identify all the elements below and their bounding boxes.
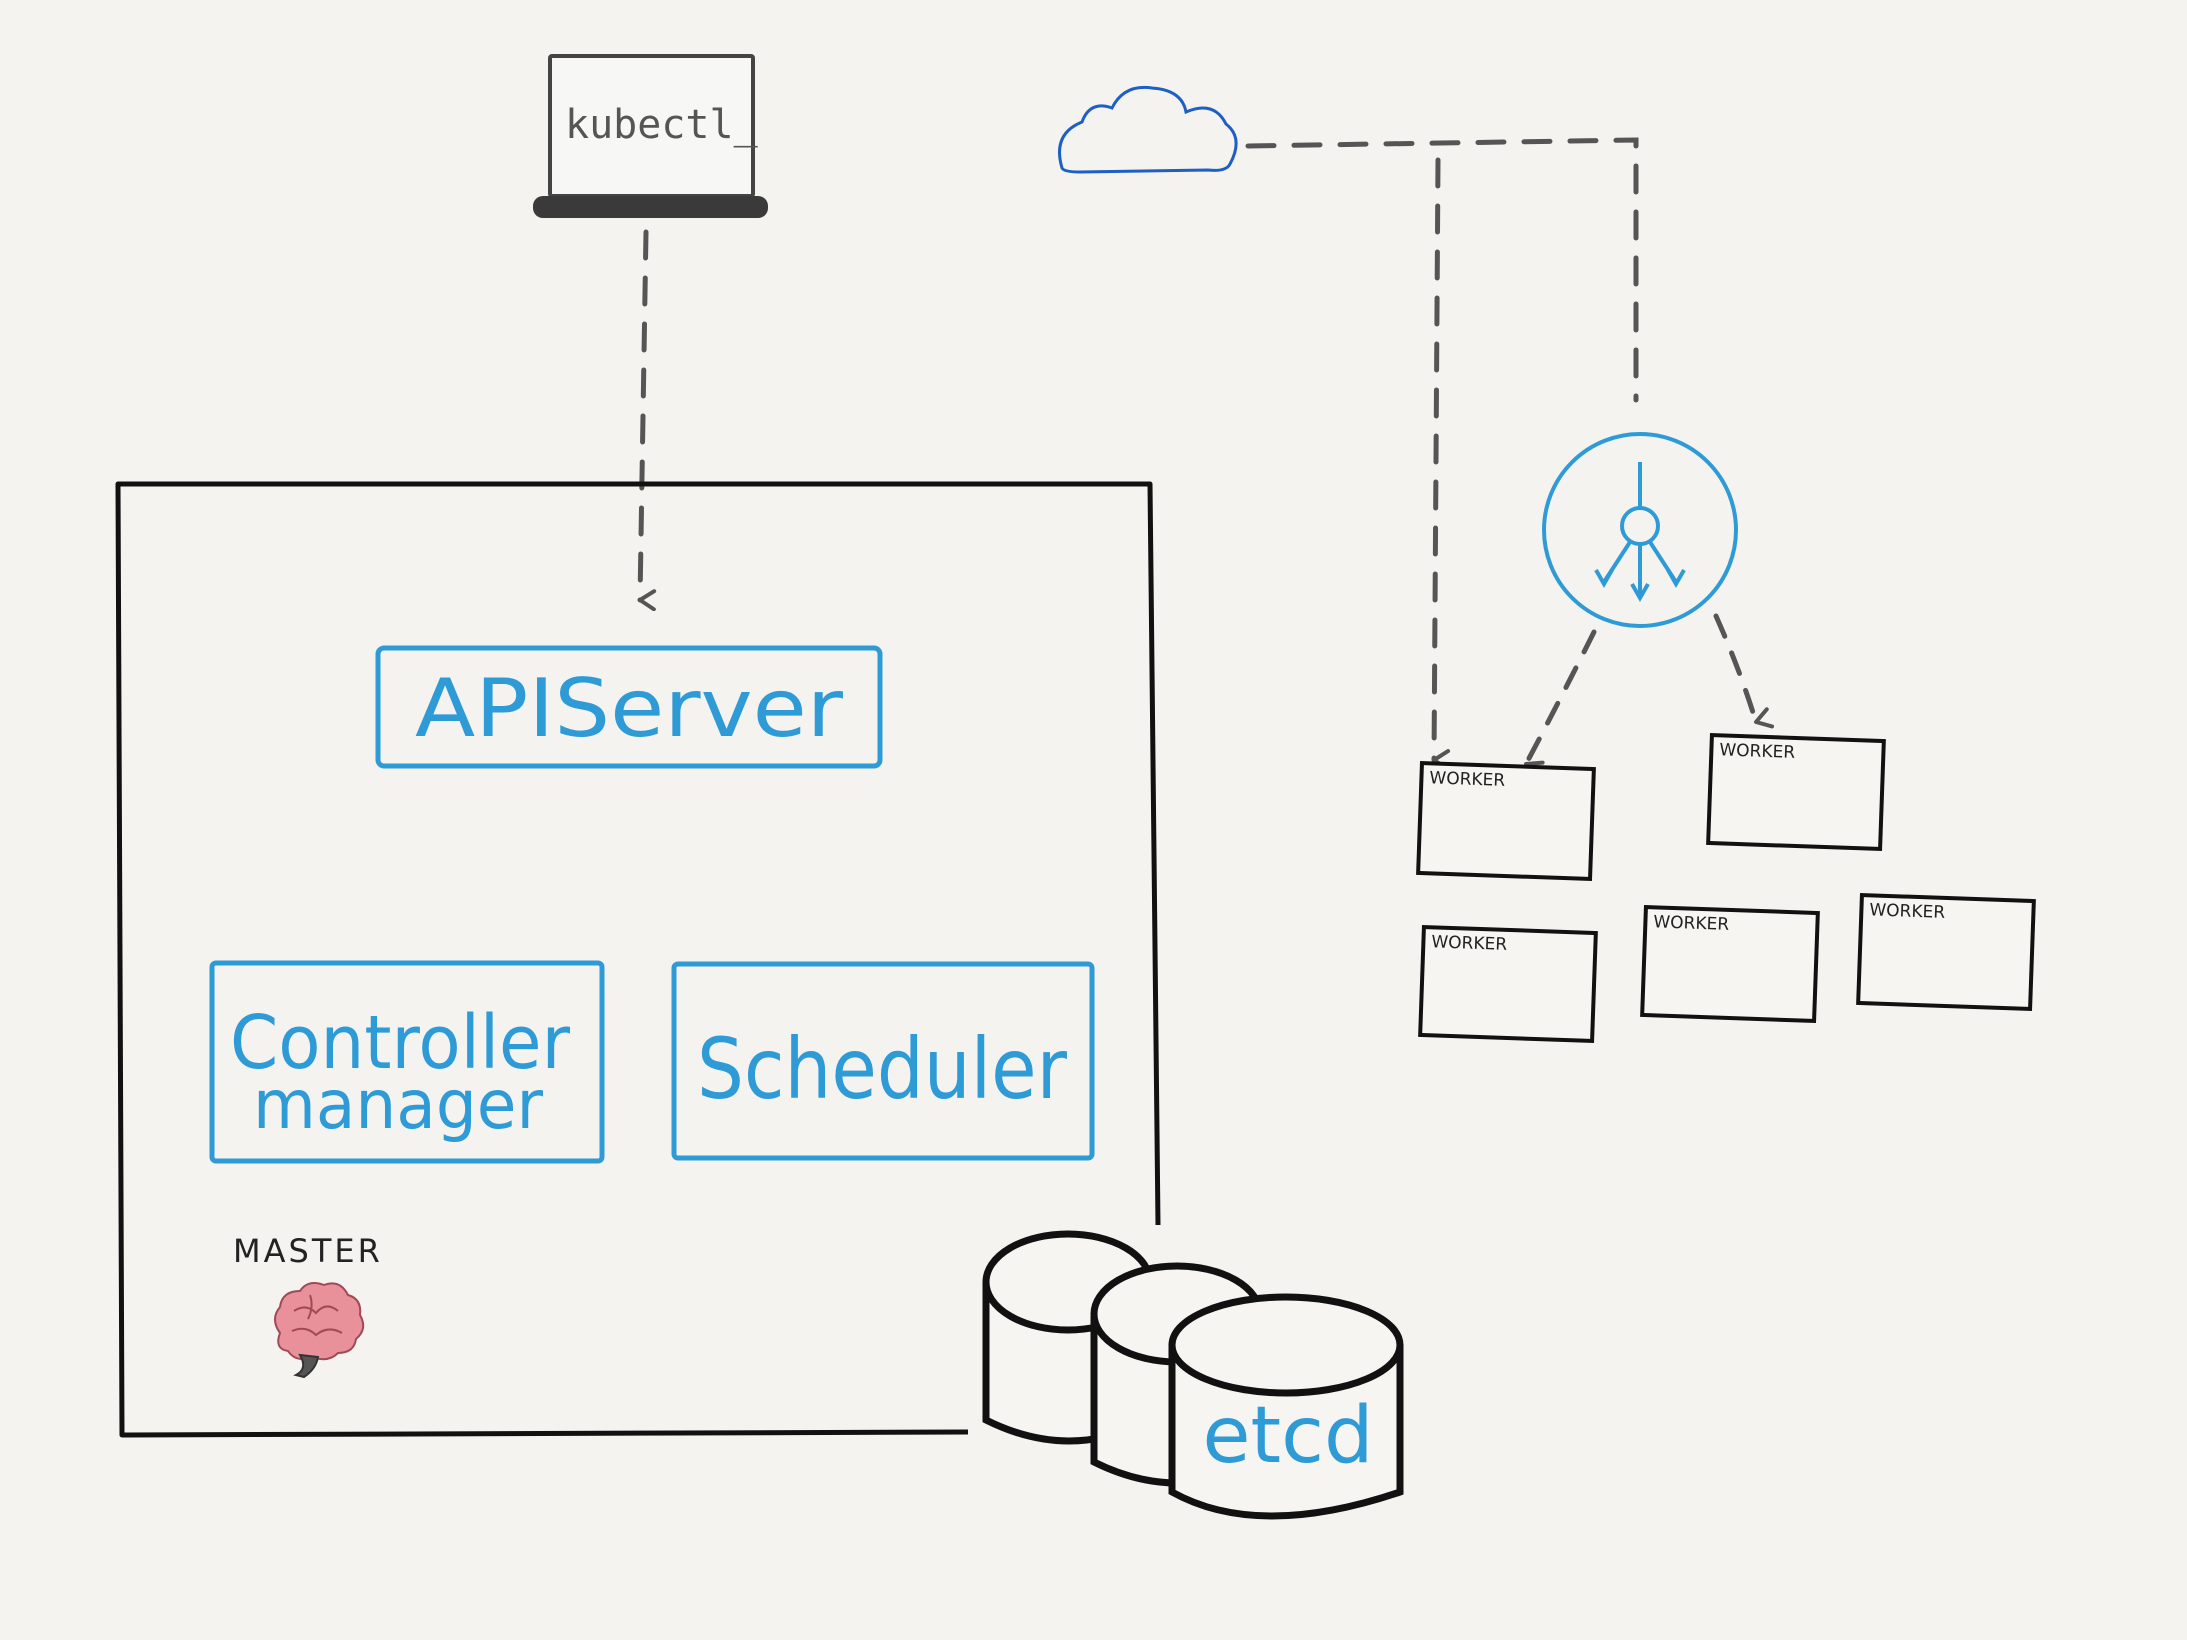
etcd-label: etcd xyxy=(1203,1391,1374,1481)
worker-frame xyxy=(1640,904,1820,1024)
controller-manager-label-line1: Controller xyxy=(230,1000,571,1086)
controller-manager-box: Controller manager xyxy=(209,960,605,1164)
etcd-cluster: etcd xyxy=(982,1230,1404,1520)
worker-label: WORKER xyxy=(1431,932,1508,955)
scheduler-label: Scheduler xyxy=(697,1020,1067,1118)
worker-node: WORKER xyxy=(1856,892,2036,1012)
worker-label: WORKER xyxy=(1653,912,1730,935)
cloud-icon xyxy=(1058,85,1238,174)
worker-frame xyxy=(1416,760,1596,882)
lb-to-worker-2-arrow xyxy=(1713,613,1775,729)
worker-frame xyxy=(1856,892,2036,1012)
scheduler-box: Scheduler xyxy=(671,961,1095,1161)
api-server-box: APIServer xyxy=(375,645,883,769)
master-label: MASTER xyxy=(233,1232,383,1270)
controller-manager-label-line2: manager xyxy=(253,1066,543,1145)
worker-label: WORKER xyxy=(1719,740,1796,763)
cloud-route-line xyxy=(1245,137,1639,403)
worker-node: WORKER xyxy=(1418,924,1598,1044)
master-border xyxy=(115,481,1161,1438)
load-balancer-icon xyxy=(1542,432,1738,628)
worker-label: WORKER xyxy=(1869,900,1946,923)
etcd-cylinder-3 xyxy=(1168,1293,1404,1520)
worker-node: WORKER xyxy=(1416,760,1596,882)
brain-icon xyxy=(274,1282,365,1379)
worker-frame xyxy=(1418,924,1598,1044)
cloud-to-worker-arrow xyxy=(1431,157,1451,772)
worker-node: WORKER xyxy=(1706,732,1886,852)
kubectl-command: kubectl_ xyxy=(565,102,759,148)
worker-node: WORKER xyxy=(1640,904,1820,1024)
kubectl-terminal: kubectl_ xyxy=(533,54,768,218)
api-server-label: APIServer xyxy=(415,662,843,755)
laptop-base xyxy=(533,196,768,218)
worker-label: WORKER xyxy=(1429,768,1506,791)
lb-to-worker-1-arrow xyxy=(1523,629,1597,781)
worker-frame xyxy=(1706,732,1886,852)
kubectl-to-apiserver-arrow xyxy=(637,229,657,612)
master-node: APIServer Controller manager Scheduler M… xyxy=(115,481,1161,1438)
worker-pool: WORKER WORKER WORKER WORKER WORKER xyxy=(1416,732,2036,1044)
